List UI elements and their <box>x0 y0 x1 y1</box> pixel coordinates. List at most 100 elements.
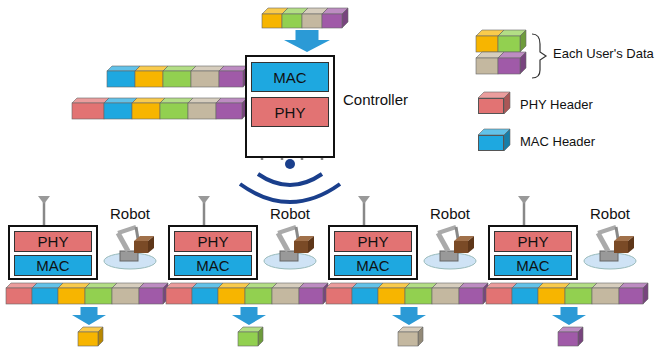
flow-arrow <box>392 307 426 325</box>
antenna <box>203 202 206 225</box>
legend-swatch <box>478 98 504 114</box>
antenna-head <box>38 196 50 204</box>
robot-gripper <box>296 227 298 239</box>
layer-box: PHY <box>174 231 252 252</box>
data-block <box>245 288 272 304</box>
data-block <box>188 103 216 119</box>
block-top <box>218 283 250 288</box>
layer-label: MAC <box>196 257 229 274</box>
block-side <box>418 327 423 346</box>
flow-arrow <box>552 307 586 325</box>
layer-box: MAC <box>174 255 252 276</box>
device-label: Controller <box>343 91 408 108</box>
cargo-box <box>454 241 468 253</box>
robot-arm <box>278 227 296 233</box>
data-block <box>262 14 282 28</box>
data-block <box>238 332 258 346</box>
layer-box: MAC <box>14 255 92 276</box>
antenna <box>43 202 46 225</box>
antenna-head <box>518 196 530 204</box>
swatch-side <box>504 129 510 151</box>
data-block <box>405 288 432 304</box>
data-block <box>486 288 512 304</box>
layer-label: PHY <box>198 233 229 250</box>
block-side <box>98 327 103 346</box>
data-block <box>163 71 191 87</box>
block-top <box>104 98 137 103</box>
data-block <box>476 58 498 74</box>
block-top <box>135 66 168 71</box>
robot-arm <box>278 233 288 251</box>
data-block <box>322 14 342 28</box>
robot-gripper <box>616 227 618 239</box>
layer-label: PHY <box>38 233 69 250</box>
device-label: Robot <box>110 205 150 222</box>
data-block <box>512 288 538 304</box>
device-box: RobotPHYMAC <box>488 225 578 280</box>
block-top <box>191 66 224 71</box>
device-label: Robot <box>270 205 310 222</box>
robot-gripper <box>136 227 138 239</box>
data-block <box>216 103 242 119</box>
data-block <box>6 288 32 304</box>
data-block <box>619 288 643 304</box>
layer-label: MAC <box>356 257 389 274</box>
robot-arm <box>118 233 128 251</box>
flow-arrow <box>72 307 106 325</box>
cargo-box <box>628 236 634 253</box>
data-block <box>219 71 243 87</box>
block-top <box>160 98 193 103</box>
data-block <box>78 332 98 346</box>
robot-arm <box>598 227 616 233</box>
antenna <box>363 202 366 225</box>
block-top <box>107 66 140 71</box>
data-block <box>299 288 323 304</box>
robot-arm <box>118 227 136 233</box>
bracket <box>532 34 546 78</box>
data-block <box>558 332 578 346</box>
device-box: ControllerMACPHY <box>245 55 335 158</box>
block-side <box>520 52 526 74</box>
data-block <box>282 14 302 28</box>
legend-label: MAC Header <box>520 134 595 149</box>
data-block <box>132 103 160 119</box>
robot-arm <box>438 227 456 233</box>
block-top <box>112 283 144 288</box>
block-side <box>258 327 263 346</box>
block-top <box>565 283 597 288</box>
antenna <box>523 202 526 225</box>
block-top <box>272 283 304 288</box>
data-block <box>191 71 219 87</box>
data-block <box>592 288 619 304</box>
robot-arm <box>598 233 608 251</box>
block-top <box>378 283 410 288</box>
radio-wave <box>258 174 322 185</box>
data-block <box>498 36 520 52</box>
block-top <box>432 283 464 288</box>
data-block <box>112 288 139 304</box>
layer-box: PHY <box>334 231 412 252</box>
block-side <box>578 327 583 346</box>
data-block <box>538 288 565 304</box>
device-label: Robot <box>590 205 630 222</box>
layer-label: PHY <box>518 233 549 250</box>
device-label: Robot <box>430 205 470 222</box>
cargo-box <box>148 236 154 253</box>
layer-box: MAC <box>251 62 329 92</box>
cargo-box <box>468 236 474 253</box>
data-block <box>459 288 483 304</box>
data-block <box>160 103 188 119</box>
data-block <box>166 288 192 304</box>
data-block <box>107 71 135 87</box>
data-block <box>85 288 112 304</box>
block-top <box>245 283 277 288</box>
data-block <box>135 71 163 87</box>
data-block <box>302 14 322 28</box>
block-top <box>538 283 570 288</box>
layer-label: MAC <box>273 69 306 86</box>
swatch-side <box>504 92 510 114</box>
legend-swatch <box>478 135 504 151</box>
data-block <box>498 58 520 74</box>
block-top <box>58 283 90 288</box>
cargo-box <box>614 241 628 253</box>
